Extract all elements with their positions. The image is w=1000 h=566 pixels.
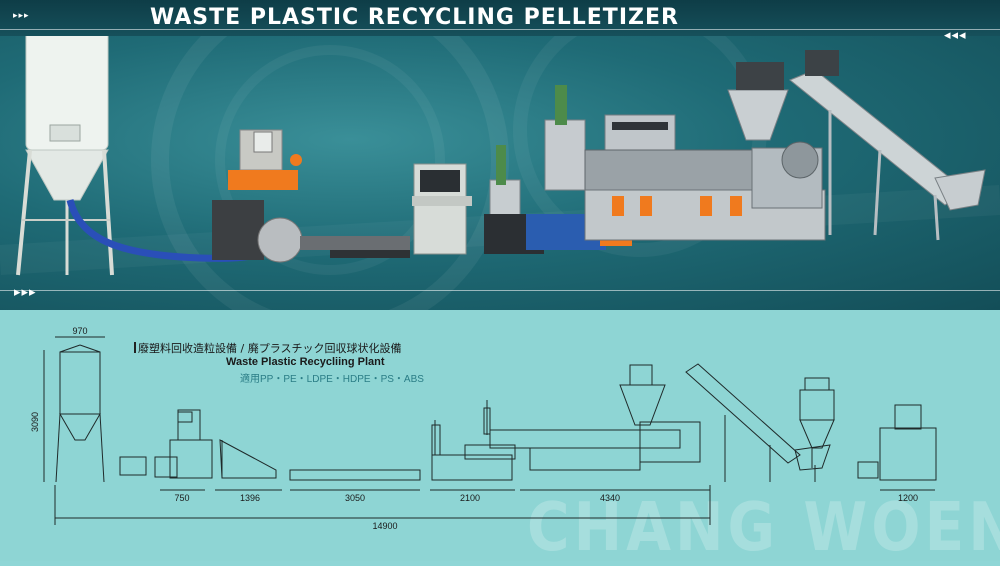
technical-drawing-area [0, 310, 1000, 561]
arrow-left-icon: ◂◂◂ [944, 27, 967, 42]
arrow-right-icon-bottom: ▸▸▸ [14, 284, 37, 299]
silo [16, 11, 114, 276]
dim-silo-width: 970 [72, 326, 88, 336]
page-title: WASTE PLASTIC RECYCLING PELLETIZER [150, 5, 679, 30]
feed-conveyor [789, 50, 986, 241]
dim-1200: 1200 [897, 493, 919, 503]
crusher [212, 129, 303, 263]
plant-layout-drawing [43, 336, 937, 525]
hero-photo: WASTE PLASTIC RECYCLING PELLETIZER ▸▸▸ ◂… [0, 0, 1000, 310]
machine-photo-illustration [16, 11, 986, 276]
watermark: CHANG WOEN [527, 488, 1000, 566]
control-panel [412, 163, 472, 255]
title-rule-bottom [0, 290, 1000, 291]
dim-4340: 4340 [599, 493, 621, 503]
dim-total-length: 14900 [372, 521, 398, 531]
dim-2100: 2100 [459, 493, 481, 503]
main-extruder [544, 62, 826, 241]
legend-marker [134, 342, 136, 353]
legend-chinese-title: 廢塑料回收造粒設備 / 廃プラスチック回収球状化設備 [138, 342, 402, 355]
legend-applicable-materials: 適用PP・PE・LDPE・HDPE・PS・ABS [240, 374, 424, 385]
dim-1396: 1396 [239, 493, 261, 503]
dim-3050: 3050 [344, 493, 366, 503]
dim-750: 750 [174, 493, 190, 503]
title-bar [0, 0, 1000, 36]
arrow-right-icon: ▸▸▸ [13, 10, 30, 20]
dim-silo-height: 3090 [30, 411, 40, 432]
legend-english-title: Waste Plastic Recycliing Plant [226, 356, 385, 368]
title-rule-top [0, 29, 1000, 30]
legend-block: 廢塑料回收造粒設備 / 廃プラスチック回収球状化設備 Waste Plastic… [134, 340, 424, 385]
